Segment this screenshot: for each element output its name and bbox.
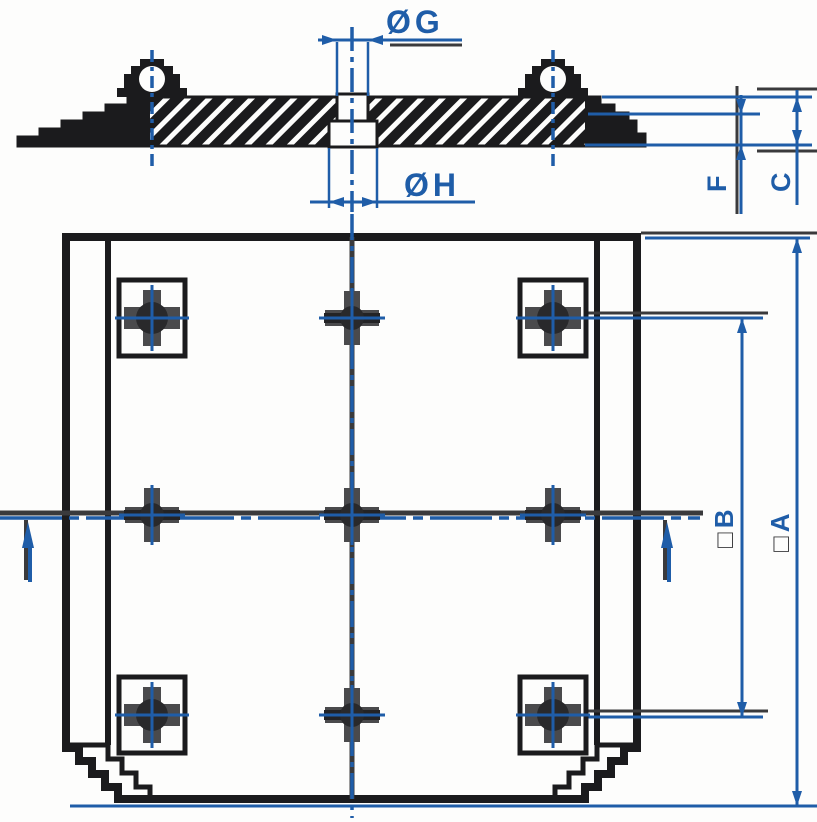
- arrow-a-bottom: [792, 791, 802, 806]
- section-right-end: [585, 97, 645, 146]
- mid-hole-right: [518, 483, 588, 547]
- plan-view: □B □A: [0, 214, 817, 818]
- mid-hole-bottom: [317, 683, 387, 747]
- arrow-a-top: [792, 238, 802, 253]
- dimension-b: □B: [709, 318, 747, 717]
- arrow-g-left: [322, 35, 337, 45]
- section-tick-left: [22, 520, 34, 582]
- mid-hole-center: [317, 483, 387, 547]
- dimension-f: F: [702, 95, 746, 214]
- arrow-f-top: [736, 99, 746, 114]
- arrow-c-bottom: [792, 130, 802, 145]
- corner-hole-top-left: [115, 280, 189, 356]
- section-arrow-right: [661, 522, 673, 548]
- arrow-f-bottom: [736, 145, 746, 160]
- arrow-h-right: [362, 197, 377, 207]
- corner-hole-top-right: [516, 280, 590, 356]
- plan-outer-border: [62, 233, 641, 803]
- section-tick-right: [661, 520, 673, 582]
- dim-label-h: ØH: [404, 167, 460, 203]
- dimension-g: ØG: [318, 4, 462, 96]
- corner-hole-bottom-right: [516, 677, 590, 753]
- dim-label-g: ØG: [386, 4, 444, 40]
- dim-label-a: □A: [765, 513, 795, 552]
- mid-hole-top: [317, 286, 387, 350]
- arrow-c-top: [792, 97, 802, 112]
- corner-hole-bottom-left: [115, 677, 189, 753]
- plan-chamfer-left: [66, 742, 153, 799]
- dim-label-f: F: [702, 176, 732, 193]
- arrow-b-top: [737, 318, 747, 333]
- dimension-c: C: [766, 90, 802, 205]
- mid-hole-left: [117, 483, 187, 547]
- section-left-end: [18, 97, 150, 146]
- plan-chamfer-right: [552, 742, 637, 799]
- arrow-h-left: [329, 197, 344, 207]
- section-arrow-left: [22, 522, 34, 548]
- section-extension-lines: [585, 86, 817, 214]
- section-view: ØG ØH F: [16, 4, 817, 214]
- arrow-b-bottom: [737, 702, 747, 717]
- dimension-h: ØH: [310, 148, 475, 208]
- dimension-a: □A: [765, 238, 802, 806]
- dim-label-c: C: [766, 173, 796, 193]
- arrow-g-right: [368, 35, 383, 45]
- dim-label-b: □B: [709, 510, 739, 549]
